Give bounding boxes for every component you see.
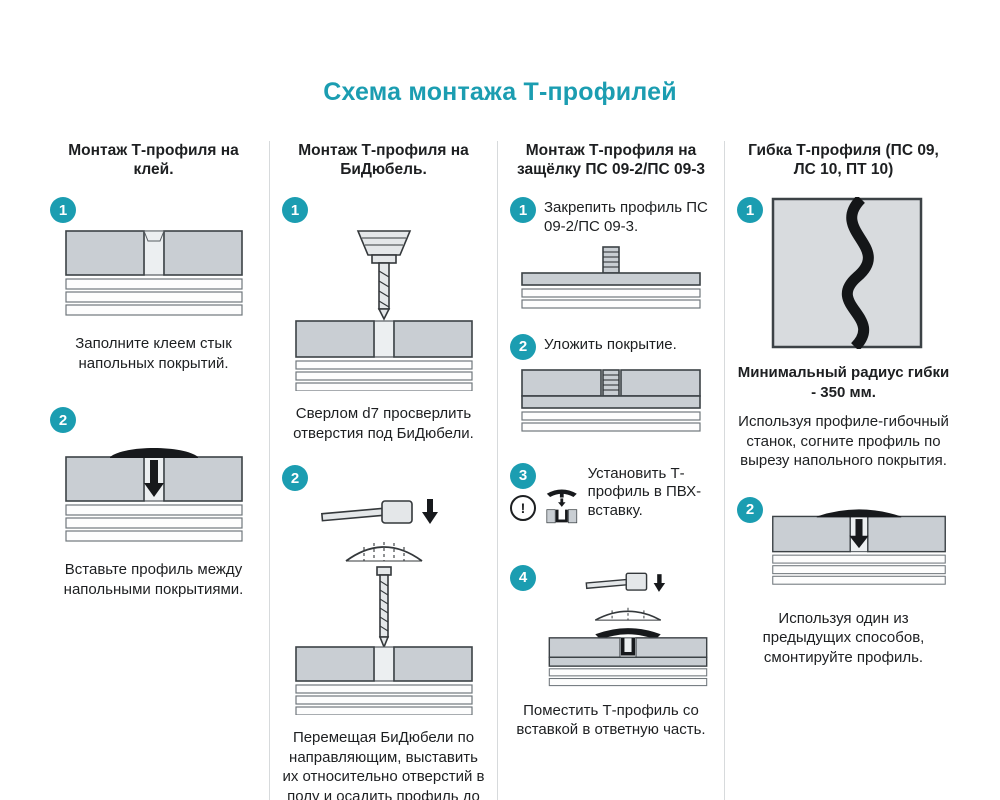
step-caption: Установить Т-профиль в ПВХ-вставку. — [587, 464, 702, 520]
step: 3 ! Установить Т-профиль — [510, 462, 712, 547]
warning-icon: ! — [510, 494, 536, 521]
column-bidowel: Монтаж Т-профиля на БиДюбель. 1 — [270, 141, 498, 800]
diagram-bend-square — [771, 197, 923, 349]
step-number-badge: 2 — [282, 465, 308, 491]
page-title: Схема монтажа Т-профилей — [323, 78, 677, 106]
mallet-icon — [585, 572, 648, 591]
step: 4 — [510, 564, 712, 740]
step-caption: Заполните клеем стык напольных покрытий. — [75, 335, 232, 372]
step-caption: Используя профиле-гибочный станок, согни… — [738, 413, 949, 469]
down-arrow-icon — [421, 499, 438, 524]
column-header: Гибка Т-профиля (ПС 09, ЛС 10, ПТ 10) — [748, 142, 939, 179]
down-arrow-icon — [653, 573, 666, 592]
column-header: Монтаж Т-профиля на БиДюбель. — [298, 142, 469, 179]
diagram-drill — [294, 230, 473, 392]
diagram-floor-seam — [64, 230, 243, 316]
step-number-badge: 1 — [737, 197, 763, 223]
column-header: Монтаж Т-профиля на защёлку ПС 09-2/ПС 0… — [517, 142, 705, 179]
step: 1 Минимальный радиус гибки - 350 мм. Исп… — [737, 197, 950, 471]
step-caption: Уложить покрытие. — [544, 335, 677, 353]
step: 2 Вст — [50, 407, 257, 599]
column-glue: Монтаж Т-профиля на клей. 1 Заполните кл… — [38, 141, 270, 800]
mallet-icon — [320, 500, 413, 524]
step-caption: Закрепить профиль ПС 09-2/ПС 09-3. — [544, 199, 708, 235]
step-caption: Перемещая БиДюбели по направляющим, выст… — [282, 729, 485, 800]
down-arrow-icon — [849, 518, 869, 548]
step-caption: Сверлом d7 просверлить отверстия под БиД… — [293, 405, 474, 442]
column-header: Монтаж Т-профиля на клей. — [68, 142, 239, 179]
diagram-latch-covered — [521, 368, 701, 432]
step-caption: Поместить Т-профиль со вставкой в ответн… — [516, 701, 706, 739]
diagram-hammer-set — [548, 572, 708, 686]
bent-profile-curve — [841, 197, 874, 349]
guide-arch — [344, 542, 423, 562]
columns-grid: Монтаж Т-профиля на клей. 1 Заполните кл… — [38, 141, 962, 800]
diagram-profile-insert — [64, 448, 243, 542]
step-caption: Используя один из предыдущих способов, с… — [762, 609, 925, 666]
diagram-latch-base — [521, 245, 701, 309]
down-arrow-icon — [558, 497, 566, 507]
step-number-badge: 3 — [510, 462, 536, 489]
guide-arch — [594, 607, 662, 621]
column-bending: Гибка Т-профиля (ПС 09, ЛС 10, ПТ 10) 1 … — [725, 141, 962, 800]
diagram-profile-mount — [772, 508, 946, 585]
step: 2 — [282, 465, 485, 800]
step-number-badge: 1 — [510, 197, 536, 223]
diagram-bidowel-hammer — [294, 499, 473, 716]
bidowel-screw-icon — [375, 566, 392, 650]
step-number-badge: 1 — [50, 197, 76, 223]
step-number-badge: 1 — [282, 197, 308, 223]
step: 2 Уложить покрытие. — [510, 333, 712, 445]
column-latch: Монтаж Т-профиля на защёлку ПС 09-2/ПС 0… — [498, 141, 725, 800]
step-number-badge: 2 — [510, 333, 536, 360]
step-caption: Вставьте профиль между напольными покрыт… — [63, 561, 244, 598]
diagram-tprofile-into-insert — [546, 489, 578, 523]
step: 1 — [282, 197, 485, 443]
step: 1 Заполните клеем стык напольных покрыти… — [50, 197, 257, 373]
step-number-badge: 4 — [510, 564, 536, 591]
step: 1 Закрепить профиль ПС 09-2/ПС 09-3. — [510, 197, 712, 316]
bend-radius-note: Минимальный радиус гибки - 350 мм. — [737, 364, 950, 401]
step-number-badge: 2 — [50, 407, 76, 433]
down-arrow-icon — [143, 460, 164, 497]
drill-icon — [356, 230, 411, 321]
step-number-badge: 2 — [737, 496, 763, 523]
step: 2 Используя од — [737, 496, 950, 668]
